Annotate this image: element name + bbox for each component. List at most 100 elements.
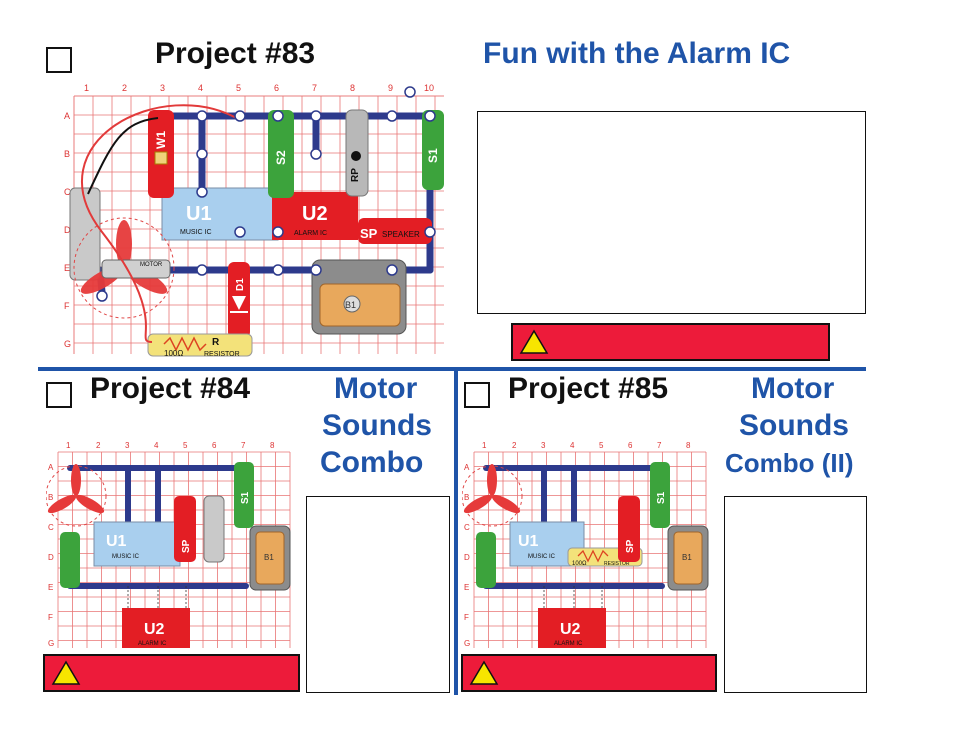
row-label: D xyxy=(48,553,54,562)
project-84-subtitle-line-3: Combo xyxy=(320,446,424,479)
row-label: A xyxy=(64,111,70,121)
project-84-title: Project #84 xyxy=(90,372,251,405)
project-83-warning-bar xyxy=(511,323,830,361)
rp-photo-eye xyxy=(351,151,361,161)
col-label: 3 xyxy=(125,441,130,450)
col-label: 7 xyxy=(312,83,317,93)
warning-triangle-icon xyxy=(519,329,549,354)
d1-led-symbol xyxy=(232,296,246,310)
u1-label: U1 xyxy=(106,533,127,550)
u1-music-ic xyxy=(93,521,181,567)
s2-press-switch xyxy=(60,532,80,588)
b1-battery-cells xyxy=(255,531,285,585)
row-label: F xyxy=(48,613,53,622)
u2-sublabel: ALARM IC xyxy=(138,641,167,647)
rp-label: RP xyxy=(350,168,361,182)
sp-label: SP xyxy=(360,226,378,241)
u1-music-ic xyxy=(161,187,279,241)
project-85-subtitle-line-1: Motor xyxy=(751,372,835,405)
sp-sublabel: SPEAKER xyxy=(382,230,420,239)
b1-label: B1 xyxy=(345,300,356,310)
u1-sublabel: MUSIC IC xyxy=(112,554,140,560)
row-label: A xyxy=(48,463,54,472)
col-label: 1 xyxy=(66,441,71,450)
row-label: C xyxy=(48,523,54,532)
grid-84-col-labels: 1 2 3 4 5 6 7 8 xyxy=(66,441,275,450)
r-value: 100Ω xyxy=(572,561,587,567)
col-label: 3 xyxy=(541,441,546,450)
sp-speaker xyxy=(618,496,640,562)
col-label: 4 xyxy=(154,441,159,450)
r-resistor xyxy=(147,333,253,357)
col-label: 7 xyxy=(657,441,662,450)
project-85-subtitle-line-2: Sounds xyxy=(739,409,849,442)
s1-label: S1 xyxy=(426,148,440,163)
col-label: 5 xyxy=(599,441,604,450)
s1-slide-switch xyxy=(234,462,254,528)
motor-fan-blades xyxy=(47,464,105,514)
circuit-diagram-84: 1 2 3 4 5 6 7 8 A B C D E F G U1 MUSIC I… xyxy=(46,441,291,648)
col-label: 1 xyxy=(84,83,89,93)
sp-speaker xyxy=(358,218,432,244)
col-label: 5 xyxy=(236,83,241,93)
project-83-title: Project #83 xyxy=(155,37,316,70)
s1-label: S1 xyxy=(656,491,667,504)
u2-alarm-ic xyxy=(122,608,190,648)
col-label: 7 xyxy=(241,441,246,450)
col-label: 4 xyxy=(570,441,575,450)
s1-label: S1 xyxy=(240,491,251,504)
col-label: 2 xyxy=(122,83,127,93)
r-label: R xyxy=(212,337,220,348)
row-label: A xyxy=(464,463,470,472)
u2-sublabel: ALARM IC xyxy=(554,641,583,647)
b1-label: B1 xyxy=(264,553,274,562)
d1-label: D1 xyxy=(235,278,246,291)
col-label: 2 xyxy=(512,441,517,450)
u1-sublabel: MUSIC IC xyxy=(528,554,556,560)
row-label: D xyxy=(464,553,470,562)
row-label: B xyxy=(464,493,469,502)
r-sublabel: RESISTOR xyxy=(204,351,240,358)
row-label: F xyxy=(64,301,70,311)
project-84-subtitle-line-1: Motor xyxy=(334,372,418,405)
col-label: 6 xyxy=(274,83,279,93)
s2-press-switch xyxy=(268,110,294,198)
col-label: 9 xyxy=(388,83,393,93)
project-84-text-box xyxy=(306,496,450,693)
col-label: 4 xyxy=(198,83,203,93)
u1-label: U1 xyxy=(518,533,539,550)
row-label: G xyxy=(64,339,71,349)
row-label: B xyxy=(48,493,53,502)
row-label: E xyxy=(48,583,53,592)
row-label: G xyxy=(48,639,54,648)
warning-triangle-icon xyxy=(51,660,81,685)
col-label: 8 xyxy=(270,441,275,450)
project-83-checkbox[interactable] xyxy=(46,47,72,73)
circuit-diagram-85: 1 2 3 4 5 6 7 8 A B C D E F G U1 MUSIC I… xyxy=(462,441,709,648)
sp-label: SP xyxy=(625,539,636,553)
snap-points-83 xyxy=(96,86,436,302)
sp-label: SP xyxy=(181,539,192,553)
motor-fan-circle xyxy=(46,465,107,527)
r-value: 100Ω xyxy=(164,349,183,358)
r-sublabel: RESISTOR xyxy=(604,561,630,567)
warning-triangle-icon xyxy=(469,660,499,685)
col-label: 8 xyxy=(686,441,691,450)
motor-fan-circle xyxy=(73,217,175,319)
col-label: 6 xyxy=(628,441,633,450)
col-label: 1 xyxy=(482,441,487,450)
project-83-text-box xyxy=(477,111,866,314)
w1-label: W1 xyxy=(154,131,168,149)
project-84-checkbox[interactable] xyxy=(46,382,72,408)
u2-label: U2 xyxy=(144,621,165,638)
row-label: E xyxy=(64,263,70,273)
project-85-checkbox[interactable] xyxy=(464,382,490,408)
project-85-text-box xyxy=(724,496,867,693)
s2-press-switch xyxy=(476,532,496,588)
lamp-socket xyxy=(203,495,225,563)
u1-sublabel: MUSIC IC xyxy=(180,229,212,236)
red-jumper-wire-1 xyxy=(81,104,241,343)
row-label: C xyxy=(64,187,71,197)
grid-85-row-labels: A B C D E F G xyxy=(464,463,470,648)
row-label: C xyxy=(464,523,470,532)
